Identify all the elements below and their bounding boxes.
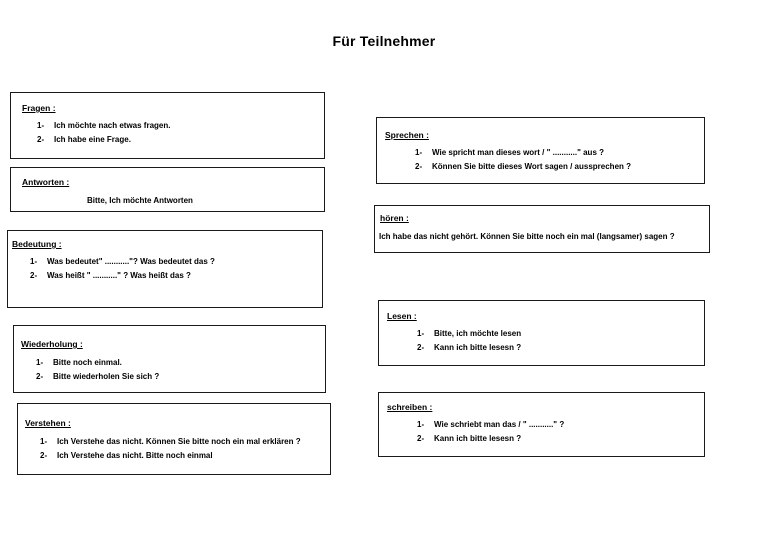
list-item-text: Kann ich bitte lesesn ?	[434, 343, 522, 352]
list-item-marker: 1-	[417, 420, 425, 429]
list-item-marker: 1-	[417, 329, 425, 338]
list-item-text: Wie spricht man dieses wort / " ........…	[432, 148, 604, 157]
list-item-marker: 2-	[36, 372, 44, 381]
list-item: 2- Kann ich bitte lesesn ?	[417, 432, 564, 446]
phrase-list-schreiben: 1- Wie schriebt man das / " ..........."…	[417, 418, 564, 446]
list-item: 1- Wie schriebt man das / " ..........."…	[417, 418, 564, 432]
list-item: 1- Wie spricht man dieses wort / " .....…	[415, 146, 631, 160]
phrase-list-bedeutung: 1- Was bedeutet" ..........."? Was bedeu…	[30, 255, 215, 283]
list-item-text: Ich möchte nach etwas fragen.	[54, 121, 171, 130]
list-item-text: Was bedeutet" ..........."? Was bedeutet…	[47, 257, 215, 266]
list-item-marker: 2-	[40, 451, 48, 460]
phrase-list-verstehen: 1- Ich Verstehe das nicht. Können Sie bi…	[40, 435, 301, 463]
phrase-list-wiederholung: 1- Bitte noch einmal. 2- Bitte wiederhol…	[36, 356, 159, 384]
section-heading-schreiben: schreiben :	[387, 402, 433, 412]
list-item: 1- Was bedeutet" ..........."? Was bedeu…	[30, 255, 215, 269]
list-item-text: Wie schriebt man das / " ..........." ?	[434, 420, 565, 429]
list-item-marker: 2-	[30, 271, 38, 280]
list-item: 2- Bitte wiederholen Sie sich ?	[36, 370, 159, 384]
phrase-list-lesen: 1- Bitte, ich möchte lesen 2- Kann ich b…	[417, 327, 521, 355]
section-heading-hoeren: hören :	[380, 213, 409, 223]
section-heading-verstehen: Verstehen :	[25, 418, 71, 428]
list-item-marker: 1-	[30, 257, 38, 266]
section-card-lesen: Lesen : 1- Bitte, ich möchte lesen 2- Ka…	[378, 300, 705, 366]
list-item-marker: 1-	[37, 121, 45, 130]
section-heading-antworten: Antworten :	[22, 177, 70, 187]
list-item-marker: 1-	[415, 148, 423, 157]
list-item-text: Bitte wiederholen Sie sich ?	[53, 372, 160, 381]
section-card-antworten: Antworten : Bitte, Ich möchte Antworten	[10, 167, 325, 212]
section-heading-lesen: Lesen :	[387, 311, 417, 321]
section-card-verstehen: Verstehen : 1- Ich Verstehe das nicht. K…	[17, 403, 331, 475]
section-heading-fragen: Fragen :	[22, 103, 56, 113]
section-card-sprechen: Sprechen : 1- Wie spricht man dieses wor…	[376, 117, 705, 184]
list-item: 2- Können Sie bitte dieses Wort sagen / …	[415, 160, 631, 174]
section-heading-wiederholung: Wiederholung :	[21, 339, 83, 349]
list-item-text: Kann ich bitte lesesn ?	[434, 434, 522, 443]
list-item-marker: 2-	[37, 135, 45, 144]
list-item-marker: 2-	[415, 162, 423, 171]
list-item-marker: 1-	[36, 358, 44, 367]
phrase-list-sprechen: 1- Wie spricht man dieses wort / " .....…	[415, 146, 631, 174]
list-item-text: Ich habe eine Frage.	[54, 135, 131, 144]
section-card-fragen: Fragen : 1- Ich möchte nach etwas fragen…	[10, 92, 325, 159]
list-item: 2- Ich Verstehe das nicht. Bitte noch ei…	[40, 449, 301, 463]
list-item-text: Können Sie bitte dieses Wort sagen / aus…	[432, 162, 632, 171]
list-item-text: Bitte noch einmal.	[53, 358, 122, 367]
list-item: 1- Ich möchte nach etwas fragen.	[37, 119, 170, 133]
list-item: 1- Bitte noch einmal.	[36, 356, 159, 370]
section-heading-bedeutung: Bedeutung :	[12, 239, 62, 249]
list-item-marker: 2-	[417, 343, 425, 352]
section-card-schreiben: schreiben : 1- Wie schriebt man das / " …	[378, 392, 705, 457]
list-item-marker: 2-	[417, 434, 425, 443]
page-title: Für Teilnehmer	[332, 33, 436, 49]
list-item-text: Ich Verstehe das nicht. Können Sie bitte…	[57, 437, 301, 446]
phrase-line-antworten: Bitte, Ich möchte Antworten	[87, 196, 193, 205]
section-card-hoeren: hören : Ich habe das nicht gehört. Könne…	[374, 205, 710, 253]
list-item-text: Bitte, ich möchte lesen	[434, 329, 522, 338]
list-item-text: Was heißt " ..........." ? Was heißt das…	[47, 271, 191, 280]
list-item: 1- Bitte, ich möchte lesen	[417, 327, 521, 341]
list-item: 1- Ich Verstehe das nicht. Können Sie bi…	[40, 435, 301, 449]
list-item-marker: 1-	[40, 437, 48, 446]
phrase-list-fragen: 1- Ich möchte nach etwas fragen. 2- Ich …	[37, 119, 170, 147]
section-card-wiederholung: Wiederholung : 1- Bitte noch einmal. 2- …	[13, 325, 326, 393]
list-item-text: Ich Verstehe das nicht. Bitte noch einma…	[57, 451, 213, 460]
list-item: 2- Was heißt " ..........." ? Was heißt …	[30, 269, 215, 283]
list-item: 2- Ich habe eine Frage.	[37, 133, 170, 147]
section-card-bedeutung: Bedeutung : 1- Was bedeutet" ...........…	[7, 230, 323, 308]
section-heading-sprechen: Sprechen :	[385, 130, 429, 140]
list-item: 2- Kann ich bitte lesesn ?	[417, 341, 521, 355]
phrase-line-hoeren: Ich habe das nicht gehört. Können Sie bi…	[379, 232, 675, 241]
